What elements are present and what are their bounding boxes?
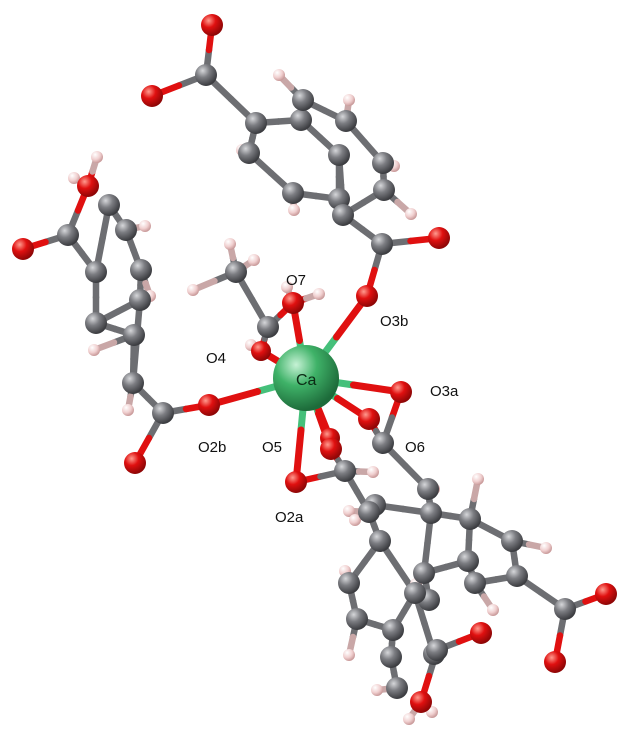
oxygen-atom bbox=[141, 85, 163, 107]
carbon-atom bbox=[328, 144, 350, 166]
hydrogen-atom bbox=[405, 208, 417, 220]
hydrogen-atom bbox=[343, 94, 355, 106]
carbon-atom bbox=[98, 194, 120, 216]
oxygen-atom bbox=[356, 285, 378, 307]
carbon-atom bbox=[426, 639, 448, 661]
hydrogen-atom bbox=[540, 542, 552, 554]
oxygen-atom bbox=[358, 408, 380, 430]
oxygen-atom bbox=[251, 341, 271, 361]
hydrogen-atom bbox=[122, 404, 134, 416]
oxygen-atom bbox=[285, 471, 307, 493]
atom-label-layer: Ca O7 O3b O4 O3a O2b O5 O6 O2a bbox=[198, 272, 459, 526]
carbon-atom bbox=[115, 219, 137, 241]
oxygen-atom bbox=[124, 452, 146, 474]
hydrogen-atom bbox=[367, 466, 379, 478]
carbon-atom bbox=[257, 316, 279, 338]
hydrogen-atom bbox=[313, 288, 325, 300]
oxygen-atom bbox=[201, 14, 223, 36]
hydrogen-atom bbox=[403, 713, 415, 725]
carbon-atom bbox=[413, 562, 435, 584]
oxygen-atom bbox=[390, 381, 412, 403]
oxygen-atom bbox=[595, 583, 617, 605]
carbon-atom bbox=[417, 478, 439, 500]
carbon-atom bbox=[335, 110, 357, 132]
carbon-atom bbox=[129, 289, 151, 311]
oxygen-atom bbox=[282, 292, 304, 314]
hydrogen-atom bbox=[487, 604, 499, 616]
label-o3a: O3a bbox=[430, 383, 459, 400]
carbon-atom bbox=[358, 501, 380, 523]
carbon-atom bbox=[420, 502, 442, 524]
carbon-atom bbox=[152, 402, 174, 424]
carbon-atom bbox=[457, 550, 479, 572]
hydrogen-atom bbox=[281, 281, 293, 293]
carbon-atom bbox=[346, 608, 368, 630]
carbon-atom bbox=[373, 179, 395, 201]
calcium-atom bbox=[273, 345, 339, 411]
hydrogen-atom bbox=[88, 344, 100, 356]
carbon-atom bbox=[332, 204, 354, 226]
hydrogen-atom bbox=[91, 151, 103, 163]
label-o3b: O3b bbox=[380, 313, 408, 330]
atom-layer bbox=[12, 14, 617, 725]
hydrogen-atom bbox=[343, 649, 355, 661]
hydrogen-atom bbox=[371, 684, 383, 696]
carbon-atom bbox=[386, 677, 408, 699]
hydrogen-atom bbox=[343, 505, 355, 517]
carbon-atom bbox=[369, 530, 391, 552]
carbon-atom bbox=[225, 261, 247, 283]
carbon-atom bbox=[290, 109, 312, 131]
hydrogen-atom bbox=[288, 204, 300, 216]
label-o4: O4 bbox=[206, 350, 226, 367]
hydrogen-atom bbox=[349, 514, 361, 526]
label-o2a: O2a bbox=[275, 509, 304, 526]
carbon-atom bbox=[238, 142, 260, 164]
hydrogen-atom bbox=[248, 254, 260, 266]
carbon-atom bbox=[85, 261, 107, 283]
oxygen-atom bbox=[12, 238, 34, 260]
carbon-atom bbox=[123, 324, 145, 346]
label-o5: O5 bbox=[262, 439, 282, 456]
carbon-atom bbox=[282, 182, 304, 204]
carbon-atom bbox=[382, 619, 404, 641]
carbon-atom bbox=[380, 646, 402, 668]
carbon-atom bbox=[292, 89, 314, 111]
oxygen-atom bbox=[544, 651, 566, 673]
hydrogen-atom bbox=[472, 473, 484, 485]
hydrogen-atom bbox=[139, 220, 151, 232]
hydrogen-atom bbox=[273, 69, 285, 81]
carbon-atom bbox=[371, 233, 393, 255]
carbon-atom bbox=[245, 112, 267, 134]
oxygen-atom bbox=[77, 175, 99, 197]
label-o7: O7 bbox=[286, 272, 306, 289]
carbon-atom bbox=[404, 582, 426, 604]
carbon-atom bbox=[464, 572, 486, 594]
carbon-atom bbox=[85, 312, 107, 334]
carbon-atom bbox=[554, 598, 576, 620]
carbon-atom bbox=[195, 64, 217, 86]
oxygen-atom bbox=[320, 438, 342, 460]
oxygen-atom bbox=[470, 622, 492, 644]
carbon-atom bbox=[506, 565, 528, 587]
hydrogen-atom bbox=[187, 284, 199, 296]
carbon-atom bbox=[57, 224, 79, 246]
label-o6: O6 bbox=[405, 439, 425, 456]
carbon-atom bbox=[122, 372, 144, 394]
carbon-atom bbox=[459, 508, 481, 530]
oxygen-atom bbox=[410, 691, 432, 713]
oxygen-atom bbox=[198, 394, 220, 416]
label-ca: Ca bbox=[296, 372, 317, 389]
hydrogen-atom bbox=[224, 238, 236, 250]
label-o2b: O2b bbox=[198, 439, 226, 456]
carbon-atom bbox=[338, 572, 360, 594]
oxygen-atom bbox=[428, 227, 450, 249]
carbon-atom bbox=[334, 460, 356, 482]
hydrogen-atom bbox=[68, 172, 80, 184]
carbon-atom bbox=[372, 432, 394, 454]
carbon-atom bbox=[501, 530, 523, 552]
carbon-atom bbox=[372, 152, 394, 174]
carbon-atom bbox=[130, 259, 152, 281]
